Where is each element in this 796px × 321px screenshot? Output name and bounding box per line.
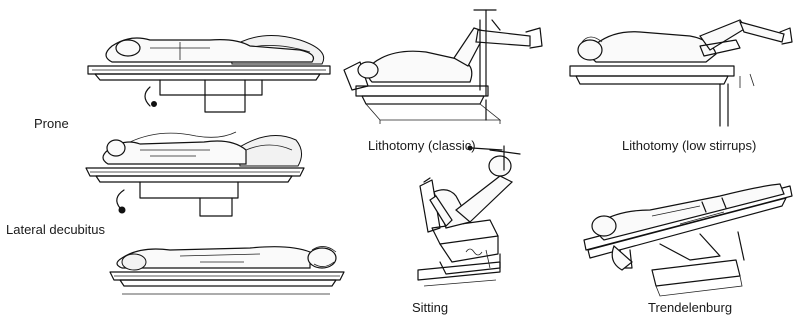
label-trendelenburg: Trendelenburg [648, 300, 732, 315]
label-lithotomy-classic: Lithotomy (classic) [368, 138, 476, 153]
label-prone: Prone [34, 116, 69, 131]
supine-illustration [110, 246, 344, 294]
trendelenburg-illustration [584, 184, 792, 296]
label-lithotomy-low-stirrups: Lithotomy (low stirrups) [622, 138, 756, 153]
label-lateral-decubitus: Lateral decubitus [6, 222, 105, 237]
prone-illustration [88, 36, 330, 113]
label-sitting: Sitting [412, 300, 448, 315]
sitting-illustration [418, 146, 520, 286]
lithotomy-classic-illustration [344, 10, 542, 124]
lateral-decubitus-illustration [86, 132, 304, 216]
lithotomy-low-stirrups-illustration [570, 20, 792, 126]
